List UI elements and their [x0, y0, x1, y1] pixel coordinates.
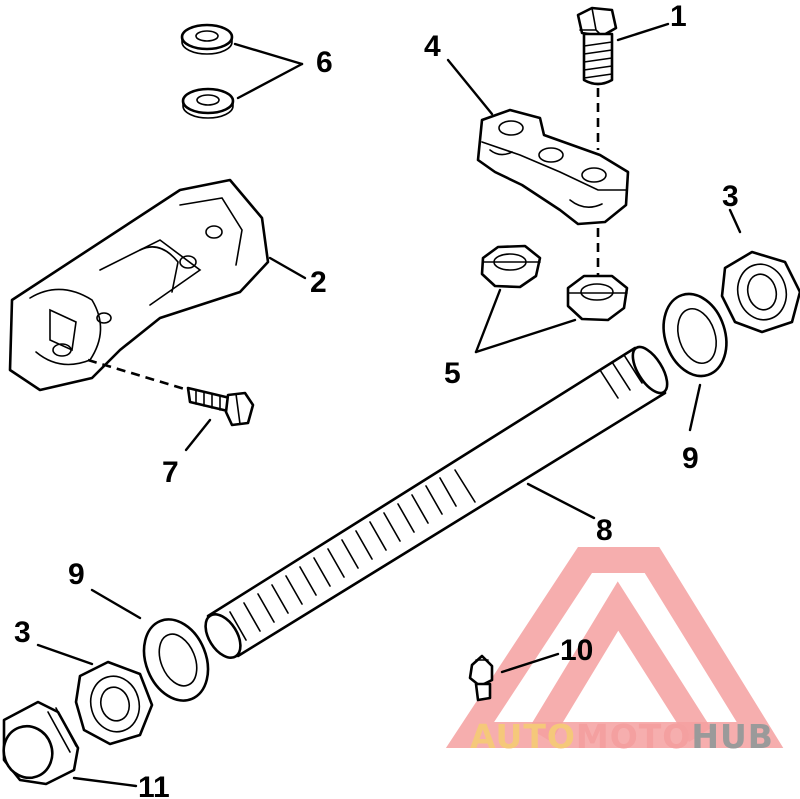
part-7-screw [186, 386, 255, 427]
part-1-bolt [576, 6, 618, 86]
part-9-washer-lower [142, 618, 210, 702]
part-5-nuts [480, 244, 629, 322]
callout-3-lower: 3 [14, 616, 31, 649]
callout-7: 7 [162, 456, 179, 489]
part-2-housing [8, 178, 270, 392]
watermark-moto: MOTO [576, 717, 691, 756]
callout-5: 5 [444, 357, 461, 390]
watermark-triangle-inner [528, 581, 711, 742]
callout-1: 1 [670, 0, 687, 33]
callout-9-lower: 9 [68, 558, 85, 591]
callout-11: 11 [138, 771, 170, 799]
part-11-cap [2, 700, 80, 786]
watermark-triangle-outer [445, 547, 784, 748]
part-8-tube [204, 345, 669, 659]
watermark-logo [445, 547, 784, 748]
callout-6: 6 [316, 46, 333, 79]
callout-2: 2 [310, 266, 327, 299]
part-9-washer-upper [662, 292, 728, 378]
part-3-nut-upper [720, 250, 800, 334]
callout-8: 8 [596, 514, 613, 547]
callout-9-upper: 9 [682, 442, 699, 475]
callout-3-upper: 3 [722, 180, 739, 213]
part-4-bracket [476, 108, 630, 226]
leader-lines [36, 22, 742, 788]
callout-4: 4 [424, 30, 441, 63]
part-10-grease-fitting [468, 654, 494, 702]
watermark-hub: HUB [691, 717, 774, 756]
watermark-text: AUTOMOTOHUB [470, 717, 774, 756]
watermark-auto: AUTO [470, 717, 576, 756]
part-3-nut-lower [74, 660, 154, 746]
part-6-washers [180, 23, 235, 119]
callout-10: 10 [560, 634, 593, 667]
